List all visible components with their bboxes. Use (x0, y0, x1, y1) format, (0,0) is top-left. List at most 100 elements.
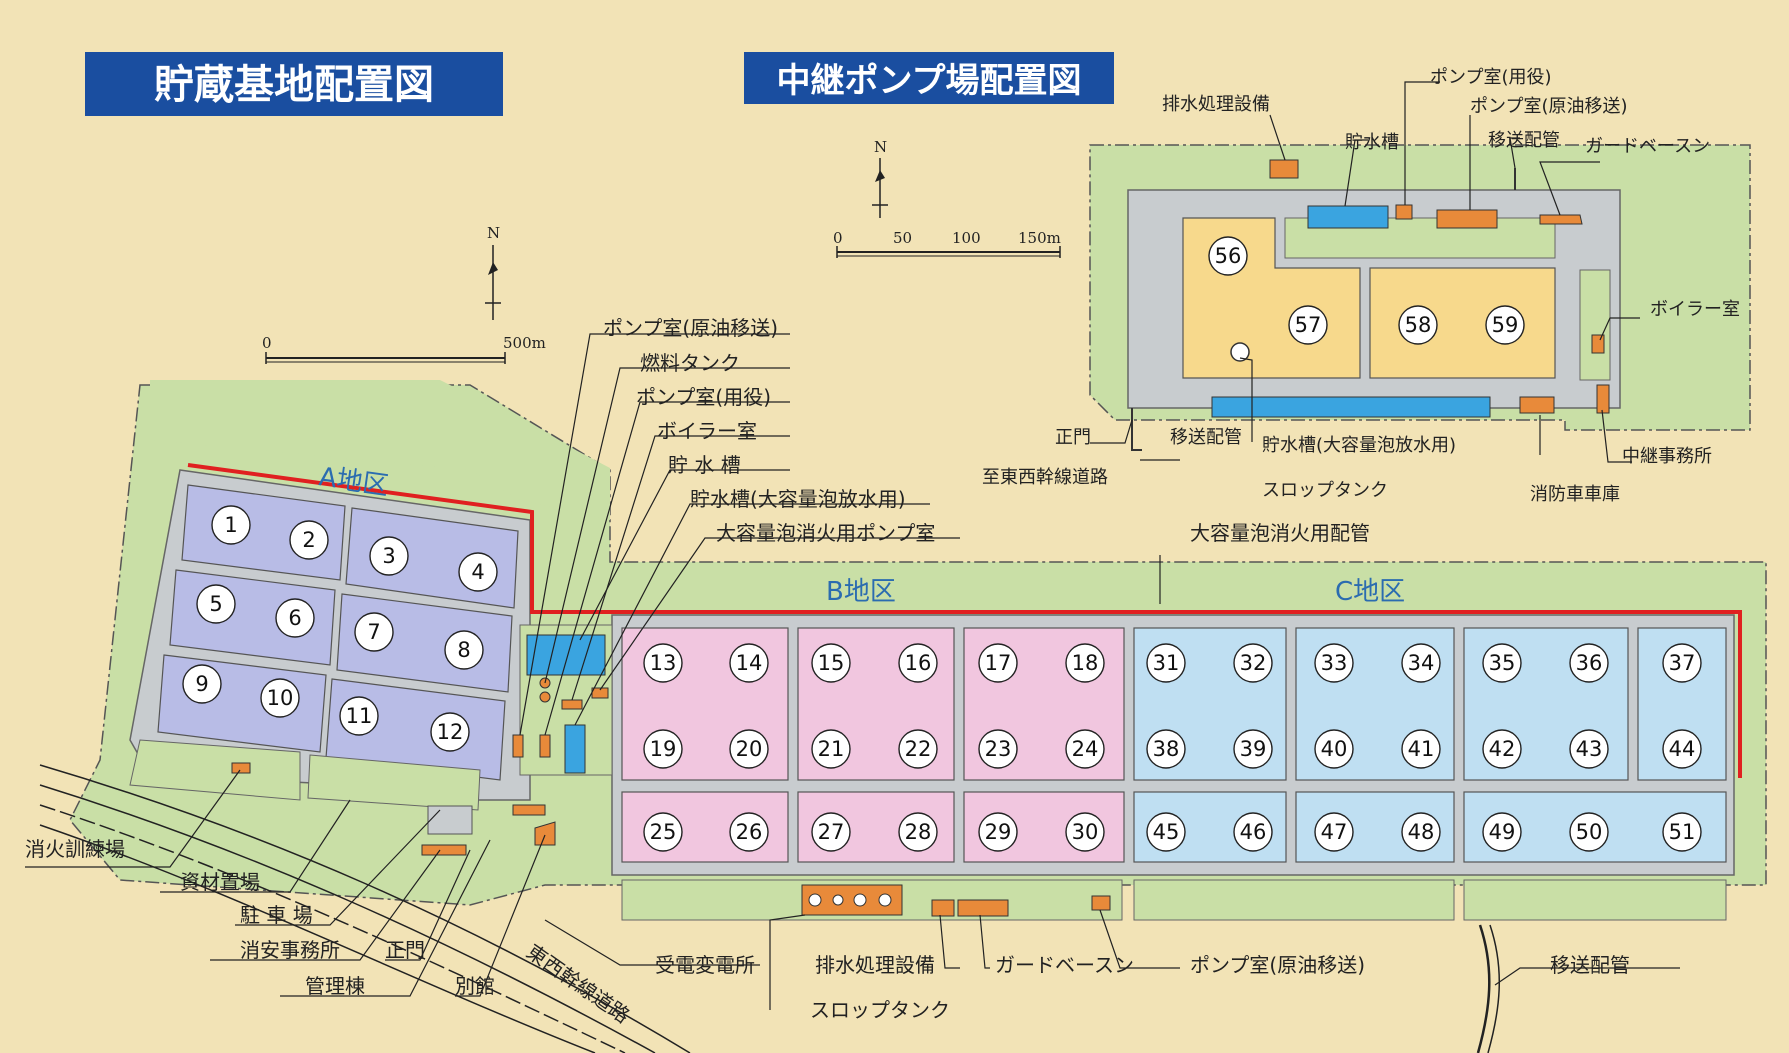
tank-label-4: 4 (471, 560, 484, 584)
tank-marker (1401, 729, 1441, 769)
tank-label-10: 10 (267, 686, 294, 710)
tank-label-8: 8 (457, 638, 470, 662)
tank-label-20: 20 (736, 737, 763, 761)
scale-relay-50: 50 (893, 229, 912, 247)
pump-room-crude-main (539, 734, 551, 758)
title-box-relay (744, 52, 1114, 104)
tank-label-15: 15 (818, 651, 845, 675)
tank-label-45: 45 (1153, 820, 1180, 844)
tank-marker (1314, 812, 1354, 852)
north-arrow-relay (872, 158, 888, 218)
fire-office-block (421, 844, 467, 856)
relay-label-fire-garage: 消防車車庫 (1530, 484, 1620, 505)
tank-marker (211, 505, 251, 545)
label-foam-piping: 大容量泡消火用配管 (1190, 521, 1370, 545)
relay-label-drainage: 排水処理設備 (1162, 94, 1270, 115)
tank-label-47: 47 (1321, 820, 1348, 844)
relay-boiler (1591, 334, 1605, 354)
label-annex: 別館 (455, 974, 495, 998)
tank-label-28: 28 (905, 820, 932, 844)
tank-label-14: 14 (736, 651, 763, 675)
relay-label-water-tank: 貯水槽 (1345, 132, 1399, 153)
tank-markers (182, 236, 1702, 852)
area-label-b: B地区 (826, 577, 896, 607)
title-storage-base: 貯蔵基地配置図 (154, 62, 434, 108)
north-label-relay: N (874, 138, 887, 156)
annex-block (512, 804, 546, 816)
south-green-strip-2 (1133, 879, 1455, 921)
leader-lines-main (25, 333, 1680, 1010)
tank-label-37: 37 (1669, 651, 1696, 675)
tank-marker (354, 612, 394, 652)
tank-label-31: 31 (1153, 651, 1180, 675)
relay-label-water-tank-foam: 貯水槽(大容量泡放水用) (1262, 435, 1456, 456)
relay-label-pump-utility: ポンプ室(用役) (1430, 67, 1552, 88)
tank-label-39: 39 (1240, 737, 1267, 761)
tank-marker (978, 729, 1018, 769)
label-pump-utility: ポンプ室(用役) (636, 385, 771, 409)
label-transfer-pipe: 移送配管 (1550, 953, 1630, 977)
tank-label-16: 16 (905, 651, 932, 675)
relay-label-main-gate: 正門 (1055, 427, 1091, 448)
scale-relay-zero: 0 (833, 229, 843, 247)
tank-label-11: 11 (346, 704, 373, 728)
relay-label-transfer-pipe: 移送配管 (1170, 427, 1242, 448)
tank-label-48: 48 (1408, 820, 1435, 844)
tank-label-36: 36 (1576, 651, 1603, 675)
fire-training-facility (231, 762, 251, 774)
tank-label-34: 34 (1408, 651, 1435, 675)
slop-tank-dot-3 (853, 893, 867, 907)
pump-crude-bottom-block (1091, 895, 1111, 911)
tank-label-17: 17 (985, 651, 1012, 675)
label-pump-crude-bottom: ポンプ室(原油移送) (1190, 953, 1365, 977)
tank-label-26: 26 (736, 820, 763, 844)
tank-marker (1314, 643, 1354, 683)
tank-label-42: 42 (1489, 737, 1516, 761)
tank-marker (1288, 305, 1328, 345)
tank-marker (289, 520, 329, 560)
label-slop-tank: スロップタンク (810, 998, 950, 1022)
label-substation: 受電変電所 (655, 953, 755, 977)
label-materials-yard: 資材置場 (180, 870, 260, 894)
red-fence-line (187, 463, 1742, 778)
tank-marker (1662, 812, 1702, 852)
tank-marker (1065, 729, 1105, 769)
label-boiler: ボイラー室 (657, 419, 757, 443)
tank-label-50: 50 (1576, 820, 1603, 844)
tank-marker (1233, 812, 1273, 852)
zone-a-green-strip-2 (307, 754, 481, 811)
tank-marker (1482, 812, 1522, 852)
relay-fire-garage (1519, 396, 1555, 414)
tank-marker (643, 812, 683, 852)
tank-label-5: 5 (209, 592, 222, 616)
tank-label-32: 32 (1240, 651, 1267, 675)
tank-label-29: 29 (985, 820, 1012, 844)
label-fuel-tank: 燃料タンク (640, 351, 740, 375)
tank-label-38: 38 (1153, 737, 1180, 761)
tank-label-59: 59 (1492, 313, 1519, 337)
tank-label-56: 56 (1215, 244, 1242, 268)
relay-water-tank (1307, 205, 1389, 229)
tank-marker (1314, 729, 1354, 769)
tank-marker (1065, 812, 1105, 852)
tank-label-35: 35 (1489, 651, 1516, 675)
tank-marker (729, 812, 769, 852)
label-water-tank: 貯 水 槽 (668, 453, 741, 477)
relay-label-office: 中継事務所 (1622, 446, 1712, 467)
relay-drainage (1269, 159, 1299, 179)
slop-tank-dot-1 (808, 893, 822, 907)
tank-marker (1146, 812, 1186, 852)
tank-marker (1146, 729, 1186, 769)
tank-label-19: 19 (650, 737, 677, 761)
tank-marker (898, 729, 938, 769)
tank-label-51: 51 (1669, 820, 1696, 844)
tank-label-6: 6 (288, 606, 301, 630)
tank-marker (1569, 643, 1609, 683)
tank-label-12: 12 (437, 720, 464, 744)
north-label-main: N (487, 224, 500, 242)
tank-label-41: 41 (1408, 737, 1435, 761)
transfer-pipe-main (1476, 924, 1491, 1053)
tank-label-22: 22 (905, 737, 932, 761)
tank-marker (811, 643, 851, 683)
tank-marker (729, 729, 769, 769)
